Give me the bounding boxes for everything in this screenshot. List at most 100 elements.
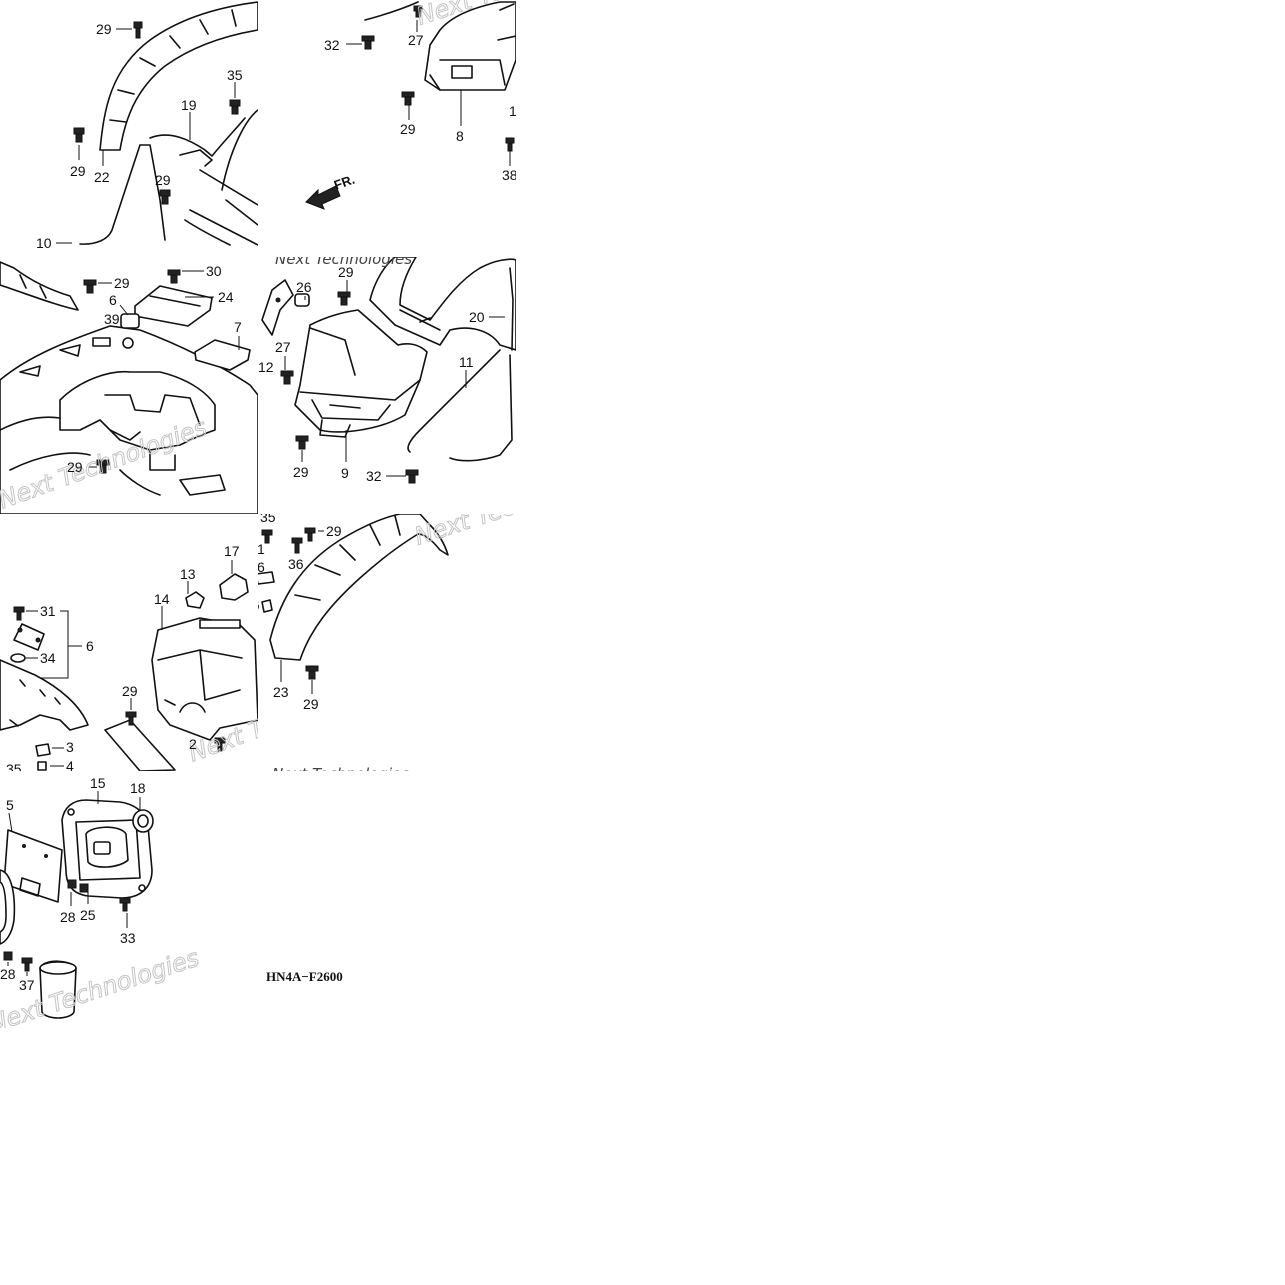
clip-icon bbox=[159, 189, 171, 205]
clip-icon bbox=[295, 435, 309, 450]
nut-28-icon bbox=[67, 879, 77, 889]
callout-13: 13 bbox=[180, 566, 196, 582]
screw-icon bbox=[413, 5, 423, 18]
callout-24: 24 bbox=[218, 289, 234, 305]
tile-rear-fender-upper-left: 29 35 19 29 29 22 10 bbox=[36, 1, 258, 251]
bolt-icon bbox=[361, 35, 375, 50]
stay-11 bbox=[407, 349, 513, 462]
fender-edge-strip bbox=[0, 261, 79, 311]
callout-8: 8 bbox=[456, 128, 464, 144]
nut-25-icon bbox=[79, 883, 89, 893]
callout-10: 10 bbox=[36, 235, 52, 251]
stay-lower bbox=[104, 719, 176, 771]
callout-35: 35 bbox=[260, 509, 276, 525]
callout-36: 36 bbox=[288, 556, 304, 572]
callout-3: 3 bbox=[66, 739, 74, 755]
stay-20 bbox=[509, 267, 514, 351]
nut-13 bbox=[185, 591, 205, 609]
diagram-code: HN4A−F2600 bbox=[266, 969, 343, 984]
callout-5: 5 bbox=[6, 797, 14, 813]
callout-34: 34 bbox=[40, 650, 56, 666]
bolt-icon bbox=[229, 99, 241, 115]
callout-29: 29 bbox=[70, 163, 86, 179]
callout-1: 1 bbox=[509, 103, 517, 119]
callout-29: 29 bbox=[293, 464, 309, 480]
callout-29: 29 bbox=[326, 523, 342, 539]
callout-11: 11 bbox=[459, 354, 474, 370]
callout-29: 29 bbox=[155, 172, 171, 188]
rear-fender-strip bbox=[99, 1, 258, 151]
callout-20: 20 bbox=[469, 309, 485, 325]
bolt-33-icon bbox=[119, 897, 131, 912]
front-direction-label: FR. bbox=[332, 172, 357, 193]
callout-6: 6 bbox=[257, 559, 265, 575]
tile-inner-fender-9: Next Technologies 29 26 27 12 20 11 9 29… bbox=[258, 257, 516, 484]
tile-toolbox-and-seal: Next Technologies 31 6 34 17 13 14 29 2 … bbox=[0, 543, 258, 774]
hole-icon bbox=[275, 297, 281, 303]
callout-4: 4 bbox=[66, 758, 74, 774]
screw-icon bbox=[280, 370, 294, 385]
callout-6: 6 bbox=[109, 292, 117, 308]
callout-7: 7 bbox=[234, 319, 242, 335]
grommet-26 bbox=[294, 293, 310, 307]
callout-26: 26 bbox=[296, 279, 312, 295]
rear-fender-rh bbox=[369, 257, 516, 351]
hole-icon bbox=[35, 637, 41, 643]
callout-29: 29 bbox=[67, 459, 83, 475]
tile-rear-fender-lh: Next Technologies Next Technologies 35 1… bbox=[244, 456, 628, 783]
clip-icon bbox=[305, 665, 319, 680]
callout-19: 19 bbox=[181, 97, 197, 113]
callout-27: 27 bbox=[408, 32, 424, 48]
bolt-icon bbox=[291, 537, 303, 554]
gasket bbox=[0, 869, 16, 945]
callout-29: 29 bbox=[96, 21, 112, 37]
callout-2: 2 bbox=[189, 736, 197, 752]
callout-16: 16 bbox=[244, 597, 260, 613]
clip-icon bbox=[125, 711, 137, 726]
clip-icon bbox=[133, 21, 143, 39]
callout-29: 29 bbox=[122, 683, 138, 699]
callout-28: 28 bbox=[60, 909, 76, 925]
watermark: Next Technologies bbox=[272, 765, 409, 783]
callout-31: 31 bbox=[40, 603, 56, 619]
bolt-icon bbox=[214, 737, 226, 752]
watermark: Next Technologies bbox=[411, 456, 628, 550]
front-direction-arrow-icon bbox=[305, 185, 341, 210]
pad-6 bbox=[258, 571, 275, 585]
callout-29: 29 bbox=[303, 696, 319, 712]
callout-9: 9 bbox=[341, 465, 349, 481]
callout-39: 39 bbox=[104, 311, 120, 327]
collar-4 bbox=[37, 761, 47, 771]
callout-29: 29 bbox=[338, 264, 354, 280]
rear-fender-body bbox=[0, 325, 258, 514]
clip-icon bbox=[304, 527, 316, 542]
callout-12: 12 bbox=[258, 359, 274, 375]
callout-32: 32 bbox=[324, 37, 340, 53]
callout-32: 32 bbox=[366, 468, 382, 484]
clip-icon bbox=[83, 279, 97, 294]
inner-fender-9 bbox=[294, 309, 428, 433]
tile-rear-inner-fender: FR. Next Technologies 32 27 29 8 38 1 bbox=[305, 0, 518, 210]
callout-6: 6 bbox=[86, 638, 94, 654]
bolt-icon bbox=[505, 137, 515, 152]
callout-37: 37 bbox=[19, 977, 35, 993]
pad-7 bbox=[194, 339, 251, 371]
callout-17: 17 bbox=[224, 543, 240, 559]
callout-14: 14 bbox=[154, 591, 170, 607]
callout-28: 28 bbox=[0, 966, 16, 982]
clip-icon bbox=[96, 459, 110, 474]
callout-23: 23 bbox=[273, 684, 289, 700]
clip-icon bbox=[401, 91, 415, 106]
callout-30: 30 bbox=[206, 263, 222, 279]
plate-6 bbox=[13, 623, 45, 651]
tile-tail-light: Next Technologies 15 18 5 28 25 33 28 37 bbox=[0, 775, 203, 1028]
callout-38: 38 bbox=[502, 167, 518, 183]
fender-stay-wire bbox=[79, 144, 166, 245]
callout-29: 29 bbox=[400, 121, 416, 137]
bolt-icon bbox=[405, 469, 419, 484]
clip-16 bbox=[261, 599, 273, 613]
callout-1: 1 bbox=[257, 541, 265, 557]
pad-39 bbox=[120, 313, 140, 329]
rear-fender-lh-23 bbox=[269, 514, 449, 661]
harness-19 bbox=[149, 117, 246, 157]
